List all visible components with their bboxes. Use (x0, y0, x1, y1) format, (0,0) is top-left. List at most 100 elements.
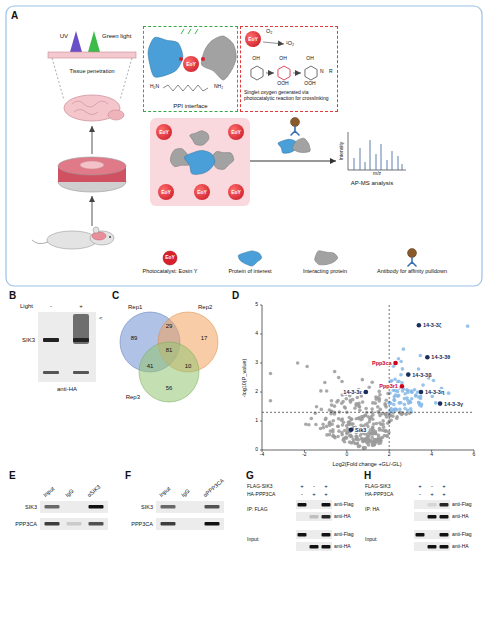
data-point (373, 401, 377, 405)
data-point (394, 393, 398, 397)
data-point (417, 395, 421, 399)
panel-letter: A (11, 10, 18, 21)
photocatalyst-circle: EoY (156, 124, 172, 140)
data-point (381, 419, 385, 423)
data-point (325, 389, 329, 393)
blot-band (161, 522, 176, 526)
blot-band (428, 515, 437, 519)
blot-band (310, 515, 319, 519)
photocatalyst-label: EoY (156, 124, 172, 140)
photocatalyst-label: EoY (165, 255, 175, 261)
blot-band (89, 505, 104, 509)
legend-text: Antibody for affinity pulldown (377, 268, 447, 274)
data-point (355, 438, 359, 442)
data-point (330, 410, 334, 414)
data-point (395, 417, 399, 421)
node-text: Intensity (339, 142, 345, 161)
data-point (333, 370, 337, 374)
data-point (360, 415, 364, 419)
blot-band (322, 533, 331, 537)
tick-label: 4 (430, 452, 433, 458)
mouse-ear (93, 227, 99, 233)
data-point (417, 367, 421, 371)
mouse-tail (32, 240, 48, 244)
data-point (343, 405, 347, 409)
sign-label: - (301, 491, 303, 498)
tick-label: 4 (255, 331, 258, 337)
ms-spectrum: Intensitym/zAP-MS analysis (336, 130, 408, 192)
data-point (403, 392, 407, 396)
lane-label: IgG (180, 488, 191, 498)
mouse-brain (92, 232, 106, 240)
uv-beam (70, 31, 82, 52)
data-point (409, 407, 413, 411)
tick-label: 0 (255, 447, 258, 453)
label-text: Green light (102, 33, 131, 40)
data-point (341, 438, 345, 442)
data-point (404, 412, 408, 416)
highlight-point (400, 384, 405, 389)
tick (260, 305, 262, 306)
sign-label: + (418, 483, 422, 490)
data-point (369, 428, 373, 432)
venn-count: 17 (201, 335, 208, 342)
input-label: Input: (247, 537, 260, 543)
band-label: anti-Flag (452, 532, 471, 538)
band-label: anti-Flag (334, 532, 353, 538)
x-axis (262, 450, 474, 451)
mouse-head (90, 231, 114, 245)
node-text: PPI interface (144, 103, 237, 110)
spectrum-axes (348, 132, 406, 170)
data-point (421, 383, 425, 387)
data-point (330, 403, 334, 407)
axis-title: -log10(P_value) (241, 359, 247, 398)
blot-membrane (40, 501, 108, 513)
node-text: m/z (373, 171, 381, 177)
phenol-ring (278, 66, 290, 80)
label-text: Light (20, 303, 33, 310)
data-point (349, 433, 353, 437)
chemical-label: O₂ (266, 28, 272, 34)
tick-label: 5 (255, 302, 258, 308)
photocatalyst-label: EoY (194, 184, 210, 200)
tick-label: 2 (255, 389, 258, 395)
data-point (350, 422, 354, 426)
data-point (408, 411, 412, 415)
label-text: + (79, 303, 83, 310)
blot-band (45, 522, 60, 526)
data-point (361, 400, 365, 404)
data-point (340, 401, 344, 405)
protein-of-interest-icon (238, 251, 261, 266)
venn-count: 29 (166, 323, 173, 330)
highlight-point (425, 355, 430, 360)
data-point (397, 394, 401, 398)
data-point (337, 376, 341, 380)
data-point (321, 423, 325, 427)
label-text: Rep1 (128, 304, 142, 311)
data-point (384, 429, 388, 433)
ppi-interface-box: PPI interfaceEoY (143, 26, 238, 112)
data-point (410, 390, 414, 394)
photocatalyst-label: EoY (228, 184, 244, 200)
bead (408, 249, 417, 258)
point-label: Sik3 (354, 427, 367, 433)
label-text: anti-HA (57, 386, 77, 393)
chemical-label: R (329, 69, 333, 75)
highlight-point (419, 390, 424, 395)
chemical-label: H₂N (150, 84, 159, 90)
node-text: Singlet oxygen generated via photocataly… (244, 90, 334, 102)
label-text: - (50, 303, 52, 310)
photocatalyst-icon (163, 251, 177, 265)
protein-blob (148, 37, 183, 77)
light-source-bar (48, 52, 136, 58)
green-light-rays (181, 29, 198, 34)
data-point (319, 389, 323, 393)
blot-membrane (296, 500, 332, 509)
blot-band (428, 503, 437, 507)
data-point (409, 401, 413, 405)
data-point (325, 433, 329, 437)
blot-band (440, 533, 449, 537)
label-text: Rep3 (126, 394, 140, 401)
sign-label: + (430, 491, 434, 498)
sign-label: - (419, 491, 421, 498)
